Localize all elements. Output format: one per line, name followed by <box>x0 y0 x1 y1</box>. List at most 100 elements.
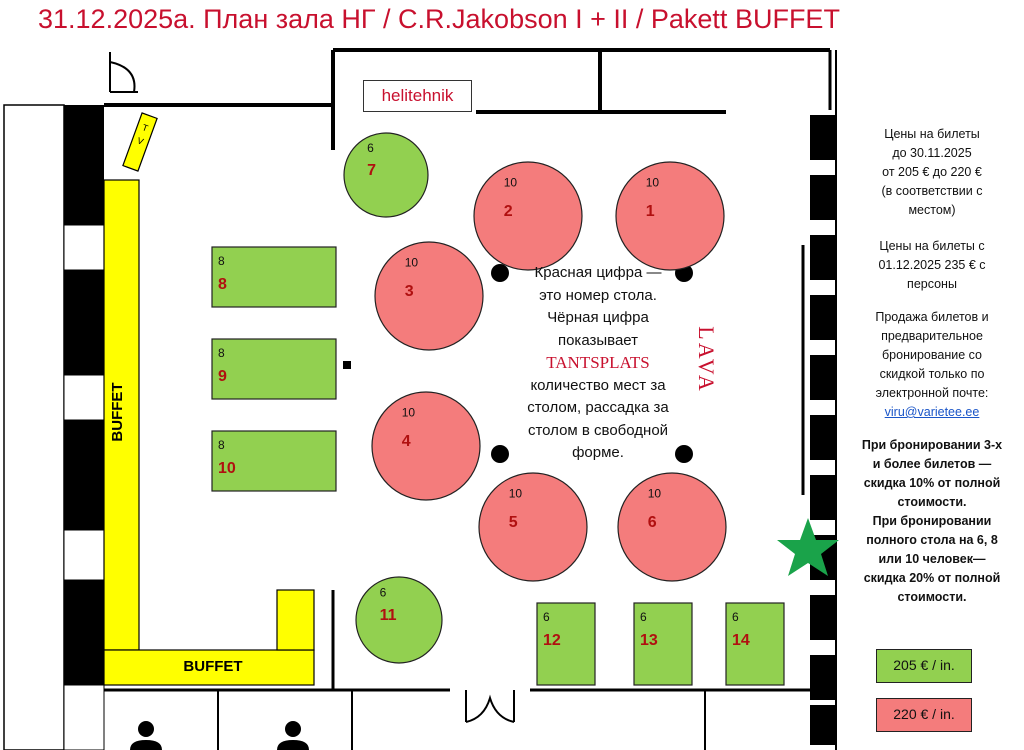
table-seats-label: 10 <box>646 175 660 189</box>
table-seats-label: 8 <box>218 438 225 452</box>
small-marker <box>343 361 351 369</box>
pillar <box>491 445 509 463</box>
person-icon <box>277 721 309 750</box>
table-seats-label: 6 <box>640 610 647 624</box>
table-shape <box>478 472 588 582</box>
table-seats-label: 6 <box>543 610 550 624</box>
table-number-label: 10 <box>218 460 236 477</box>
note-line: показывает <box>557 331 639 349</box>
info-line: Продажа билетов и <box>875 310 989 324</box>
email-link[interactable]: viru@varietee.ee <box>884 405 980 419</box>
info-line: При бронировании 3-х <box>861 438 1003 452</box>
pillar <box>491 264 509 282</box>
table-shape <box>371 391 481 501</box>
left-wall <box>3 104 65 750</box>
buffet-vertical-label: BUFFET <box>109 382 126 441</box>
note-line: количество мест за <box>530 376 666 394</box>
table-11: 6 11 <box>355 576 443 664</box>
booking-info: Продажа билетов и предварительное бронир… <box>852 308 1012 422</box>
info-line: скидка 10% от полной <box>863 476 1001 490</box>
table-shape <box>725 602 785 686</box>
info-line: Цены на билеты с <box>879 239 985 253</box>
bottom-walls <box>104 50 832 750</box>
legend-green: 205 € / in. <box>876 649 972 683</box>
table-seats-label: 10 <box>405 255 419 269</box>
table-2: 10 2 <box>473 161 583 271</box>
table-number-label: 8 <box>218 276 227 293</box>
table-number-label: 2 <box>504 203 513 220</box>
svg-text:T: T <box>141 122 150 133</box>
table-shape <box>343 132 429 218</box>
table-seats-label: 10 <box>402 405 416 419</box>
discount-info: При бронировании 3-х и более билетов — с… <box>852 436 1012 607</box>
table-shape <box>473 161 583 271</box>
info-line: стоимости. <box>897 590 967 604</box>
table-8: 88 <box>211 246 337 308</box>
info-line: полного стола на 6, 8 <box>866 533 998 547</box>
table-7: 67 <box>343 132 429 218</box>
info-line: Цены на билеты <box>884 127 980 141</box>
info-line: или 10 человек— <box>878 552 986 566</box>
table-5: 10 5 <box>478 472 588 582</box>
left-window-strip <box>63 105 105 750</box>
table-seats-label: 8 <box>218 346 225 360</box>
table-seats-label: 8 <box>218 254 225 268</box>
tantsplats-label: TANTSPLATS <box>546 353 650 372</box>
table-seats-label: 10 <box>648 486 662 500</box>
table-10: 8 10 <box>211 430 337 492</box>
table-shape <box>211 430 337 492</box>
table-number-label: 4 <box>402 433 411 450</box>
table-number-label: 12 <box>543 632 561 649</box>
table-3: 10 3 <box>374 241 484 351</box>
price-info-late: Цены на билеты с 01.12.2025 235 € с перс… <box>852 237 1012 294</box>
info-line: предварительное <box>881 329 983 343</box>
info-line: При бронировании <box>872 514 992 528</box>
info-line: скидка 20% от полной <box>863 571 1001 585</box>
note-line: Красная цифра — <box>534 264 662 281</box>
table-9: 89 <box>211 338 337 400</box>
table-shape <box>617 472 727 582</box>
table-number-label: 3 <box>405 283 414 300</box>
table-seats-label: 10 <box>504 175 518 189</box>
table-number-label: 5 <box>509 514 518 531</box>
pillar <box>675 445 693 463</box>
table-shape <box>355 576 443 664</box>
note-line: столом в свободной <box>527 421 669 439</box>
table-seats-label: 10 <box>509 486 523 500</box>
info-line: стоимости. <box>897 495 967 509</box>
table-shape <box>374 241 484 351</box>
table-6: 106 <box>617 472 727 582</box>
note-line: это номер стола. <box>539 286 657 304</box>
table-1: 10 1 <box>615 161 725 271</box>
info-line: скидкой только по <box>879 367 985 381</box>
info-line: местом) <box>908 203 956 217</box>
table-shape <box>615 161 725 271</box>
buffet-counter: BUFFET BUFFET <box>103 179 315 686</box>
info-line: (в соответствии с <box>881 184 983 198</box>
table-seats-label: 6 <box>380 585 387 599</box>
page-title: 31.12.2025a. План зала НГ / C.R.Jakobson… <box>38 4 840 34</box>
table-shape <box>211 338 337 400</box>
svg-text:V: V <box>136 135 145 146</box>
info-line: до 30.11.2025 <box>892 146 972 160</box>
table-number-label: 11 <box>380 607 397 624</box>
table-13: 613 <box>633 602 693 686</box>
table-12: 6 12 <box>536 602 596 686</box>
right-window-strip <box>801 50 837 750</box>
center-note: Красная цифра — это номер стола. Чёрная … <box>508 262 688 465</box>
note-line: форме. <box>572 444 624 461</box>
info-line: бронирование со <box>882 348 982 362</box>
door-top-left <box>109 52 138 93</box>
table-shape <box>211 246 337 308</box>
table-number-label: 7 <box>367 162 376 179</box>
table-number-label: 9 <box>218 368 227 385</box>
tv-unit: T V <box>122 112 158 172</box>
person-icon <box>130 721 162 750</box>
price-info-early: Цены на билеты до 30.11.2025 от 205 € до… <box>852 125 1012 220</box>
legend-red: 220 € / in. <box>876 698 972 732</box>
table-shape <box>633 602 693 686</box>
table-14: 614 <box>725 602 785 686</box>
table-number-label: 14 <box>732 632 750 649</box>
info-line: электронной почте: <box>875 386 989 400</box>
table-number-label: 1 <box>646 203 655 220</box>
